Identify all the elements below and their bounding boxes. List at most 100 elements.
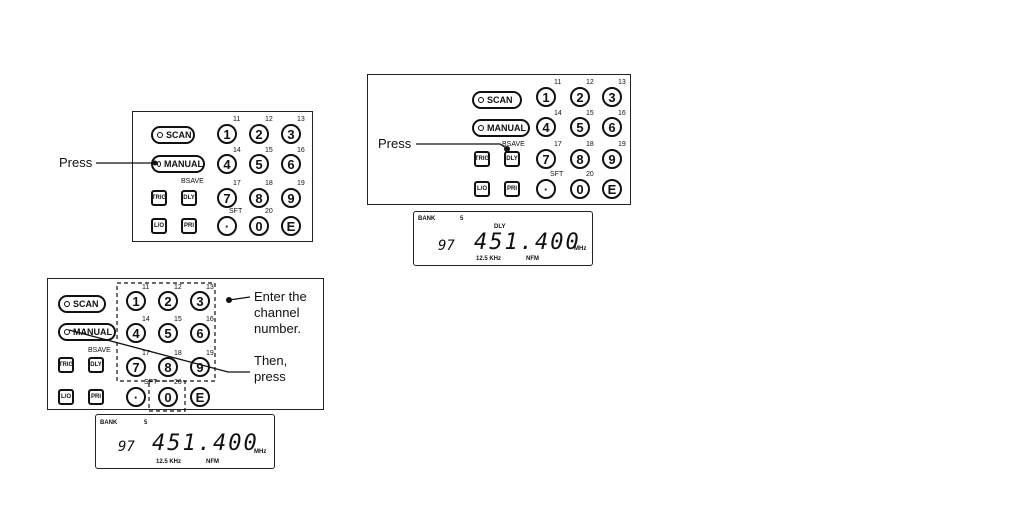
press-arrow-c [416, 143, 507, 149]
bank-indicator: BANK [418, 216, 436, 222]
key-8[interactable]: 8 [158, 357, 178, 377]
key-3[interactable]: 3 [190, 291, 210, 311]
bsave-label: BSAVE [88, 347, 111, 354]
enter-callout-line3: number. [254, 321, 301, 336]
key-secondary-12: 12 [586, 79, 594, 86]
key-7[interactable]: 7 [536, 149, 556, 169]
pri-button[interactable]: PRI [504, 181, 520, 197]
key-5[interactable]: 5 [570, 117, 590, 137]
key-3[interactable]: 3 [602, 87, 622, 107]
dly-indicator: DLY [494, 224, 506, 230]
lo-button[interactable]: L/O [474, 181, 490, 197]
pri-button[interactable]: PRI [181, 218, 197, 234]
key-3[interactable]: 3 [281, 124, 301, 144]
manual-indicator-icon [64, 329, 70, 335]
key-8[interactable]: 8 [249, 188, 269, 208]
key-2[interactable]: 2 [158, 291, 178, 311]
key-secondary-11: 11 [554, 79, 562, 86]
key-e[interactable]: E [190, 387, 210, 407]
scan-indicator-icon [64, 301, 70, 307]
then-callout-line1: Then, [254, 353, 288, 368]
scan-button[interactable]: SCAN [151, 126, 195, 144]
key-secondary-15: 15 [586, 110, 594, 117]
frequency-readout: 451.400 [474, 230, 581, 255]
key-6[interactable]: 6 [602, 117, 622, 137]
press-callout-c: Press [378, 136, 412, 151]
scan-label: SCAN [166, 130, 192, 140]
key-0[interactable]: 0 [249, 216, 269, 236]
scan-label: SCAN [73, 299, 99, 309]
scan-button[interactable]: SCAN [58, 295, 106, 313]
keypad-dashed-box [116, 282, 216, 382]
unit-label: MHz [574, 246, 587, 252]
key-dot[interactable]: · [126, 387, 146, 407]
lo-button[interactable]: L/O [58, 389, 74, 405]
key-secondary-11: 11 [142, 284, 150, 291]
key-secondary-15: 15 [265, 147, 273, 154]
key-4[interactable]: 4 [126, 323, 146, 343]
key-6[interactable]: 6 [190, 323, 210, 343]
key-7[interactable]: 7 [217, 188, 237, 208]
key-6[interactable]: 6 [281, 154, 301, 174]
mode-readout: NFM [526, 256, 539, 262]
key-secondary-16: 16 [618, 110, 626, 117]
key-1[interactable]: 1 [217, 124, 237, 144]
manual-button[interactable]: MANUAL [472, 119, 530, 137]
key-secondary-18: 18 [586, 141, 594, 148]
manual-button[interactable]: MANUAL [151, 155, 205, 173]
dly-button[interactable]: DLY [181, 190, 197, 206]
key-2[interactable]: 2 [570, 87, 590, 107]
key-e[interactable]: E [281, 216, 301, 236]
key-1[interactable]: 1 [126, 291, 146, 311]
key-secondary-19: 19 [297, 180, 305, 187]
key-e[interactable]: E [602, 179, 622, 199]
key-7[interactable]: 7 [126, 357, 146, 377]
scan-button[interactable]: SCAN [472, 91, 522, 109]
key-9[interactable]: 9 [281, 188, 301, 208]
key-0[interactable]: 0 [570, 179, 590, 199]
bank-indicator: BANK [100, 420, 118, 426]
trig-button[interactable]: TRIG [58, 357, 74, 373]
key-9[interactable]: 9 [602, 149, 622, 169]
sft-label: SFT [550, 171, 564, 178]
enter-callout-line2: channel [254, 305, 300, 320]
bank-number: 5 [460, 216, 464, 222]
step-readout: 12.5 KHz [476, 256, 502, 262]
key-secondary-17: 17 [233, 180, 241, 187]
key-secondary-20: 20 [265, 208, 273, 215]
key-5[interactable]: 5 [249, 154, 269, 174]
key-8[interactable]: 8 [570, 149, 590, 169]
scan-indicator-icon [157, 132, 163, 138]
key-secondary-20: 20 [586, 171, 594, 178]
dly-button[interactable]: DLY [504, 151, 520, 167]
key-secondary-18: 18 [265, 180, 273, 187]
key-0[interactable]: 0 [158, 387, 178, 407]
lo-button[interactable]: L/O [151, 218, 167, 234]
trig-button[interactable]: TRIG [151, 190, 167, 206]
key-secondary-17: 17 [142, 350, 150, 357]
manual-button[interactable]: MANUAL [58, 323, 116, 341]
dly-button[interactable]: DLY [88, 357, 104, 373]
mode-readout: NFM [206, 459, 219, 465]
key-secondary-17: 17 [554, 141, 562, 148]
enter-callout-line1: Enter the [254, 289, 307, 304]
manual-indicator-icon [157, 161, 161, 167]
lcd-display-c: BANK 5 DLY 97 451.400 MHz 12.5 KHz NFM [413, 211, 593, 266]
scan-indicator-icon [478, 97, 484, 103]
then-callout-line2: press [254, 369, 286, 384]
bsave-label: BSAVE [181, 178, 204, 185]
pri-button[interactable]: PRI [88, 389, 104, 405]
key-dot[interactable]: · [536, 179, 556, 199]
key-1[interactable]: 1 [536, 87, 556, 107]
key-5[interactable]: 5 [158, 323, 178, 343]
key-secondary-19: 19 [206, 350, 214, 357]
key-4[interactable]: 4 [217, 154, 237, 174]
trig-button[interactable]: TRIG [474, 151, 490, 167]
frequency-readout: 451.400 [152, 431, 259, 456]
enter-pointer [228, 296, 251, 301]
key-4[interactable]: 4 [536, 117, 556, 137]
key-dot[interactable]: · [217, 216, 237, 236]
key-2[interactable]: 2 [249, 124, 269, 144]
key-secondary-16: 16 [297, 147, 305, 154]
